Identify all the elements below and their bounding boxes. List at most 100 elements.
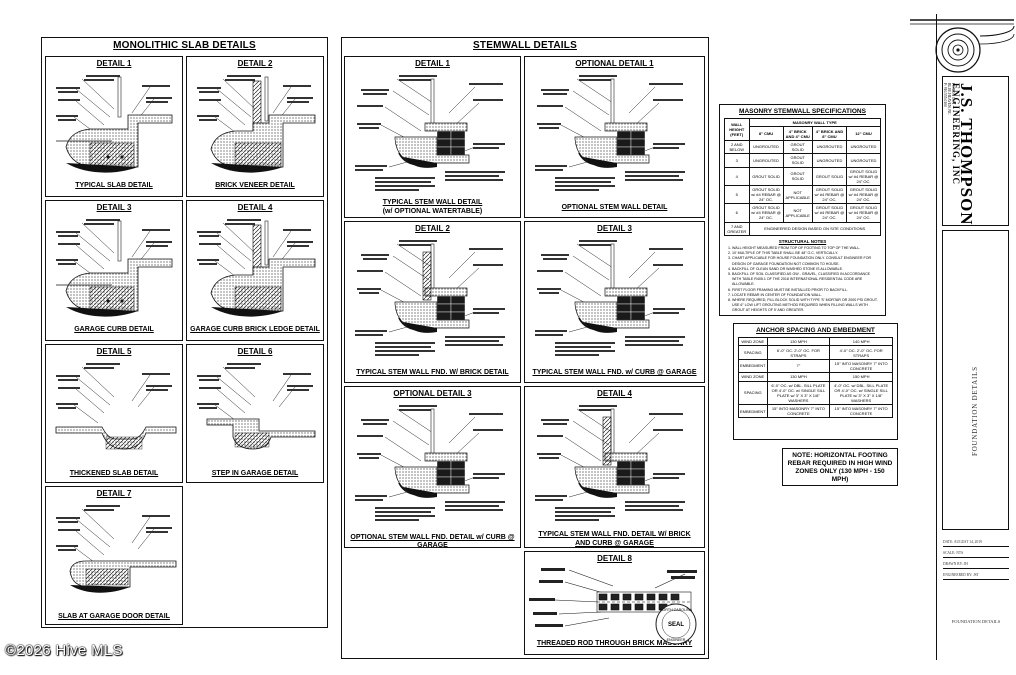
- mono-detail-5: DETAIL 5 THICKENED SLAB DETAIL: [45, 344, 183, 483]
- col-header: 4" BRICK AND 4" CMU: [782, 126, 813, 141]
- table-cell: GROUT SOLID w/ #4 REBAR @ 24" OC.: [811, 203, 847, 223]
- mono-detail-6-head: DETAIL 6: [237, 347, 273, 356]
- engineer-seal: NORTH CAROLINA SEAL ENGINEER: [655, 603, 697, 645]
- structural-notes-list: WALL HEIGHT MEASURED FROM TOP OF FOOTING…: [732, 246, 879, 314]
- list-item: FIRST FLOOR FRAMING MUST BE INSTALLED PR…: [732, 288, 879, 293]
- table-cell: 2 AND BELOW: [724, 139, 750, 155]
- table-cell: NOT APPLICABLE: [782, 184, 813, 205]
- table-row: 2 AND BELOW UNGROUTED GROUT SOLID UNGROU…: [724, 139, 882, 155]
- company-address-3: P: 910.555.0100: [943, 83, 947, 107]
- garage-door-slab-drawing: [46, 487, 183, 625]
- table-cell: WIND ZONE: [738, 372, 768, 382]
- table-cell: GROUT SOLID w/ #4 REBAR @ 24" OC.: [845, 166, 882, 186]
- mono-detail-4-caption: GARAGE CURB BRICK LEDGE DETAIL: [190, 326, 320, 333]
- ionic-scroll-ornament: [910, 19, 1015, 73]
- mono-detail-7-head: DETAIL 7: [96, 489, 132, 498]
- stem-detail-4-caption: TYPICAL STEM WALL FND. DETAIL W/ BRICK: [538, 531, 691, 538]
- sheet-label: FOUNDATION DETAILS: [951, 619, 1001, 624]
- table-cell: UNGROUTED: [811, 153, 847, 168]
- slab-section-drawing: [46, 57, 183, 197]
- seal-text-top: NORTH CAROLINA: [660, 608, 693, 612]
- list-item: WHERE REQUIRED, FILL BLOCK SOLID WITH TY…: [732, 298, 879, 314]
- table-cell: 4: [724, 166, 750, 186]
- masonry-spec-grid: WALL HEIGHT (FEET) MASONRY WALL TYPE 8" …: [724, 117, 882, 237]
- stem-opt-detail-3: OPTIONAL DETAIL 3 OPTIONAL STEM WALL FND…: [344, 386, 521, 548]
- stem-opt-detail-1: OPTIONAL DETAIL 1 OPTIONAL STEM WALL DET…: [524, 56, 705, 218]
- mono-detail-1: DETAIL 1 TYPICAL SLAB DETAIL: [45, 56, 183, 197]
- brick-veneer-drawing: [187, 57, 324, 197]
- list-item: LOCATE REBAR IN CENTER OF FOUNDATION WAL…: [732, 293, 879, 298]
- table-cell: SPACING: [738, 380, 768, 405]
- curb-brick-ledge-drawing: [187, 201, 324, 341]
- table-cell: EMBEDMENT: [738, 358, 768, 374]
- stem-detail-3: DETAIL 3 TYPICAL STEM WALL FND. w/ CURB …: [524, 221, 705, 383]
- mono-detail-5-caption: THICKENED SLAB DETAIL: [69, 470, 159, 477]
- mono-detail-4: DETAIL 4 GARAGE CURB BRICK LEDGE DETAIL: [186, 200, 324, 341]
- table-cell: UNGROUTED: [748, 139, 784, 155]
- thickened-slab-drawing: [46, 345, 183, 483]
- table-cell: 3: [724, 153, 750, 168]
- table-cell: UNGROUTED: [811, 139, 847, 155]
- stem-detail-8-head: DETAIL 8: [597, 554, 632, 563]
- mono-detail-2-head: DETAIL 2: [237, 59, 273, 68]
- mono-detail-2-caption: BRICK VENEER DETAIL: [215, 182, 295, 189]
- stem-brick-drawing: [345, 222, 521, 383]
- stem-opt-detail-3-head: OPTIONAL DETAIL 3: [393, 389, 472, 398]
- opt-stem-curb-drawing: [354, 404, 506, 522]
- table-row: 4 GROUT SOLID GROUT SOLID GROUT SOLID GR…: [724, 166, 882, 186]
- stem-detail-4-head: DETAIL 4: [597, 389, 632, 398]
- garage-curb-drawing: [46, 201, 183, 341]
- table-row: 5 GROUT SOLID w/ #4 REBAR @ 24" OC. NOT …: [724, 184, 882, 205]
- mono-detail-1-caption: TYPICAL SLAB DETAIL: [75, 182, 153, 189]
- mono-detail-3-head: DETAIL 3: [96, 203, 132, 212]
- col-header: 12" CMU: [845, 126, 882, 141]
- table-cell: 6: [724, 203, 750, 223]
- table-cell: 15" INTO MASONRY 7" INTO CONCRETE: [766, 403, 831, 419]
- footing-rebar-note-text: NOTE: HORIZONTAL FOOTING REBAR REQUIRED …: [787, 452, 893, 483]
- mono-detail-6-caption: STEP IN GARAGE DETAIL: [211, 470, 299, 477]
- table-cell: GROUT SOLID: [811, 166, 847, 186]
- stem-curb-drawing: [534, 239, 686, 357]
- table-cell: GROUT SOLID w/ #4 REBAR @ 24" OC.: [845, 184, 882, 205]
- seal-text-mid: SEAL: [668, 622, 684, 628]
- stem-opt-detail-1-caption: OPTIONAL STEM WALL DETAIL: [561, 204, 668, 211]
- table-cell: SPACING: [738, 345, 768, 360]
- stem-detail-8-caption: THREADED ROD THROUGH BRICK MASONRY: [536, 640, 693, 647]
- table-cell: 6'-0" OC. w/ DBL. SILL PLATE OR 4'-0" OC…: [766, 380, 831, 405]
- stem-detail-2-head: DETAIL 2: [415, 224, 450, 233]
- stem-detail-2: DETAIL 2 TYPICAL STEM WALL FND. W/ BRICK…: [344, 221, 521, 383]
- mono-detail-6: DETAIL 6 STEP IN GARAGE DETAIL: [186, 344, 324, 483]
- stemwall-panel-title: STEMWALL DETAILS: [473, 40, 577, 51]
- table-cell: 4'-0" OC. 2'-0" OC. FOR STRAPS: [829, 345, 893, 360]
- date-row: DATE: AUGUST 14, 2019: [943, 538, 1009, 547]
- col-header: 8" CMU: [748, 126, 784, 141]
- stem-detail-2-caption: TYPICAL STEM WALL FND. W/ BRICK DETAIL: [356, 369, 509, 376]
- table-cell: WIND ZONE: [738, 336, 768, 347]
- table-cell: GROUT SOLID: [782, 166, 813, 186]
- anchor-spec-title: ANCHOR SPACING AND EMBEDMENT: [756, 327, 875, 334]
- mono-detail-5-head: DETAIL 5: [96, 347, 132, 356]
- table-cell: 7 AND GREATER: [724, 221, 750, 237]
- stem-brick-curb-drawing: [525, 387, 705, 548]
- table-cell: UNGROUTED: [748, 153, 784, 168]
- table-cell: NOT APPLICABLE: [782, 203, 813, 223]
- mono-detail-4-head: DETAIL 4: [237, 203, 273, 212]
- opt-stem-wall-drawing: [534, 74, 686, 192]
- mono-detail-3: DETAIL 3 GARAGE CURB DETAIL: [45, 200, 183, 341]
- stem-detail-4: DETAIL 4 TYPICAL STEM WALL FND. DETAIL W…: [524, 386, 705, 548]
- table-cell: GROUT SOLID w/ #4 REBAR @ 24" OC.: [811, 184, 847, 205]
- table-cell: UNGROUTED: [845, 153, 882, 168]
- table-row: 6 GROUT SOLID w/ #4 REBAR @ 24" OC. NOT …: [724, 203, 882, 223]
- mono-detail-7: DETAIL 7 SLAB AT GARAGE DOOR DETAIL: [45, 486, 183, 625]
- stem-empty-cell: [344, 551, 521, 655]
- table-cell: GROUT SOLID w/ #4 REBAR @ 24" OC.: [748, 203, 784, 223]
- drawn-by-row: DRAWN BY: JH: [943, 560, 1009, 569]
- list-item: BACKFILL OF CLEAN SAND OR WASHED STONE I…: [732, 267, 879, 272]
- stem-detail-1-head: DETAIL 1: [415, 59, 450, 68]
- table-cell: 15" INTO MASONRY 7" INTO CONCRETE: [829, 403, 893, 419]
- structural-notes-title: STRUCTURAL NOTES: [778, 239, 827, 244]
